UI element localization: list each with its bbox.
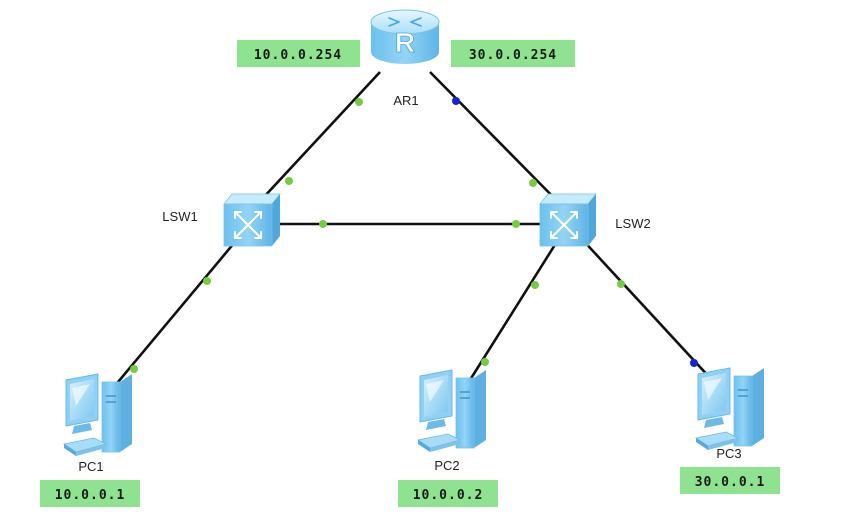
pc-icon xyxy=(417,369,487,453)
device-label-ar1: AR1 xyxy=(393,93,418,108)
port-dot xyxy=(617,280,625,288)
pc3[interactable]: PC3 30.0.0.1 xyxy=(680,367,780,494)
port-dot xyxy=(319,220,327,228)
port-dot xyxy=(531,281,539,289)
switch-icon xyxy=(539,193,597,247)
svg-text:30.0.0.1: 30.0.0.1 xyxy=(695,475,766,490)
device-label-pc3: PC3 xyxy=(716,446,741,461)
device-label-lsw1: LSW1 xyxy=(162,209,197,224)
ip-label-pc3: 30.0.0.1 xyxy=(680,467,780,494)
port-dot xyxy=(481,358,489,366)
gateway-ip-right: 30.0.0.254 xyxy=(451,40,575,67)
port-dot xyxy=(512,220,520,228)
svg-text:30.0.0.254: 30.0.0.254 xyxy=(469,48,557,63)
port-dot xyxy=(452,97,460,105)
port-dot xyxy=(355,98,363,106)
svg-text:10.0.0.2: 10.0.0.2 xyxy=(413,488,484,503)
switch-lsw2[interactable]: LSW2 xyxy=(539,193,651,247)
port-dot xyxy=(130,365,138,373)
switch-icon xyxy=(223,193,281,247)
pc1[interactable]: PC1 10.0.0.1 xyxy=(40,373,140,507)
gateway-ip-left: 10.0.0.254 xyxy=(237,40,360,67)
device-label-pc1: PC1 xyxy=(78,459,103,474)
link-lsw2-pc3[interactable] xyxy=(567,223,713,381)
port-dot xyxy=(285,177,293,185)
pc-icon xyxy=(63,373,133,457)
link-lsw2-pc2[interactable] xyxy=(468,223,570,381)
svg-text:10.0.0.254: 10.0.0.254 xyxy=(254,48,342,63)
link-lsw1-pc1[interactable] xyxy=(107,223,251,395)
link-ar1-lsw1[interactable] xyxy=(249,71,381,213)
port-indicators xyxy=(130,97,698,373)
switch-lsw1[interactable]: LSW1 xyxy=(162,193,281,247)
router-icon xyxy=(370,9,440,65)
port-dot xyxy=(529,179,537,187)
device-label-pc2: PC2 xyxy=(434,458,459,473)
pc2[interactable]: PC2 10.0.0.2 xyxy=(398,369,498,507)
link-ar1-lsw2[interactable] xyxy=(429,71,569,213)
port-dot xyxy=(203,277,211,285)
ip-label-pc1: 10.0.0.1 xyxy=(40,480,140,507)
router-ar1[interactable]: AR1 xyxy=(370,9,440,108)
device-label-lsw2: LSW2 xyxy=(615,216,650,231)
links xyxy=(107,71,713,395)
pc-icon xyxy=(695,367,765,451)
ip-label-pc2: 10.0.0.2 xyxy=(398,480,498,507)
svg-text:10.0.0.1: 10.0.0.1 xyxy=(55,488,126,503)
port-dot xyxy=(690,359,698,367)
